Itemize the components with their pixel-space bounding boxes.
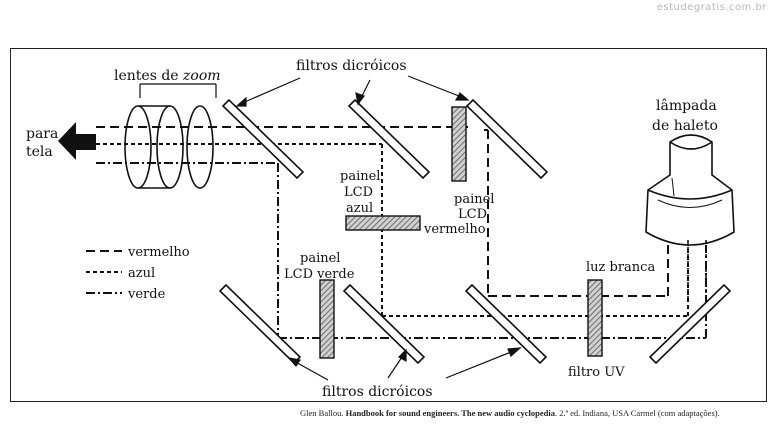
label-lamp-2: de haleto <box>652 118 718 134</box>
source-caption: Glen Ballou. Handbook for sound engineer… <box>300 408 720 418</box>
label-blue-panel-2: LCD <box>344 185 373 200</box>
label-red-panel-1: painel <box>454 192 494 207</box>
label-lamp-1: lâmpada <box>656 98 717 114</box>
watermark: estudegratis.com.br <box>656 2 767 13</box>
uv-filter <box>587 279 603 357</box>
output-arrow <box>58 122 96 160</box>
dichroic-mirror-3 <box>465 98 549 180</box>
label-blue-panel-3: azul <box>346 201 373 216</box>
label-green-panel-1: painel <box>300 251 340 266</box>
legend-label-blue: azul <box>128 266 155 281</box>
label-blue-panel-1: painel <box>340 169 380 184</box>
label-zoom-lenses: lentes de zoom <box>114 68 221 84</box>
dichroic-mirror-5 <box>342 283 426 365</box>
dichroic-mirror-2 <box>347 98 431 180</box>
label-white-light: luz branca <box>586 260 655 275</box>
label-dichroic-bottom: filtros dicróicos <box>322 384 433 400</box>
dichroic-mirror-6 <box>464 283 548 365</box>
lcd-panel-red <box>451 106 467 182</box>
legend-label-red: vermelho <box>127 245 190 260</box>
label-uv-filter: filtro UV <box>568 365 625 380</box>
label-red-panel-2: LCD <box>458 207 487 222</box>
legend-label-green: verde <box>127 287 166 302</box>
label-dichroic-top: filtros dicróicos <box>296 58 407 74</box>
label-tela: tela <box>26 144 53 160</box>
lcd-panels <box>319 106 603 359</box>
halide-lamp <box>645 134 735 246</box>
callout-lines <box>139 75 522 381</box>
dichroic-mirror-4 <box>218 283 302 365</box>
label-green-panel-2: LCD verde <box>284 267 355 282</box>
label-red-panel-3: vermelho <box>423 222 486 237</box>
figure-frame <box>10 48 767 402</box>
dichroic-mirror-7 <box>648 283 732 365</box>
lcd-panel-blue <box>345 215 421 231</box>
dichroic-mirrors-top <box>221 98 549 180</box>
label-para: para <box>26 126 58 142</box>
lcd-panel-green <box>319 279 335 359</box>
dichroic-mirrors-bottom <box>218 283 732 365</box>
lamp-beams <box>687 240 707 300</box>
dichroic-mirror-1 <box>221 98 305 180</box>
zoom-lenses <box>124 105 214 189</box>
legend <box>86 250 122 294</box>
